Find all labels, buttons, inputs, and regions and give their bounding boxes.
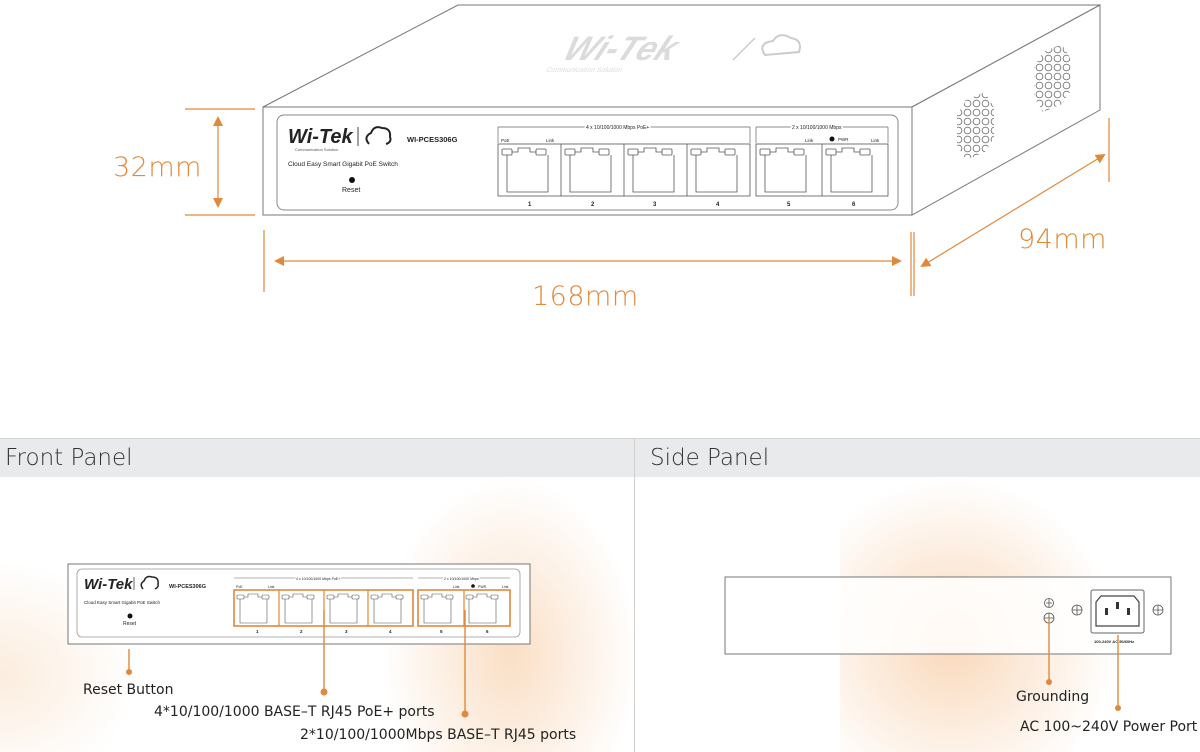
svg-text:3: 3 xyxy=(653,202,657,208)
switch-front-face xyxy=(262,106,913,216)
front-panel-top: Wi-Tek Communication Solution WI-PCES306… xyxy=(288,124,889,194)
svg-text:2 x 10/100/1000 Mbps: 2 x 10/100/1000 Mbps xyxy=(444,577,479,581)
svg-text:5: 5 xyxy=(440,629,443,634)
dimension-height xyxy=(185,108,255,216)
svg-text:1: 1 xyxy=(256,629,259,634)
front-panel-title: Front Panel xyxy=(5,445,133,471)
svg-text:5: 5 xyxy=(787,202,791,208)
svg-text:Wi-Tek: Wi-Tek xyxy=(84,576,133,593)
svg-text:Link: Link xyxy=(871,138,880,143)
svg-text:WI-PCES306G: WI-PCES306G xyxy=(407,135,458,144)
svg-text:Reset: Reset xyxy=(342,187,360,194)
svg-text:4 x 10/100/1000 Mbps PoE+: 4 x 10/100/1000 Mbps PoE+ xyxy=(296,577,340,581)
svg-text:PWR: PWR xyxy=(478,585,487,589)
side-panel-title: Side Panel xyxy=(650,445,770,471)
side-panel-header: Side Panel xyxy=(635,438,1200,477)
svg-text:Link: Link xyxy=(805,138,814,143)
svg-text:Communication Solution: Communication Solution xyxy=(545,65,625,74)
svg-text:6: 6 xyxy=(486,629,489,634)
svg-text:Link: Link xyxy=(546,138,555,143)
front-port-numbers: 1 2 3 4 5 6 xyxy=(528,202,856,208)
svg-text:PoE: PoE xyxy=(236,585,243,589)
section-divider xyxy=(634,438,635,752)
front-panel-header: Front Panel xyxy=(0,438,634,477)
svg-text:Communication Solution: Communication Solution xyxy=(295,147,338,152)
svg-text:Link: Link xyxy=(502,585,509,589)
svg-text:Reset: Reset xyxy=(123,621,137,627)
svg-text:Cloud Easy Smart Gigabit PoE S: Cloud Easy Smart Gigabit PoE Switch xyxy=(84,600,161,605)
power-port-callout: AC 100~240V Power Port xyxy=(1020,719,1198,735)
uplink-ports-callout: 2*10/100/1000Mbps BASE–T RJ45 ports xyxy=(300,727,577,743)
svg-text:3: 3 xyxy=(345,629,348,634)
side-panel-drawing: 100-240V AC 50/60Hz xyxy=(724,576,1172,711)
power-inlet-icon xyxy=(1090,589,1145,634)
svg-text:Cloud Easy Smart Gigabit PoE S: Cloud Easy Smart Gigabit PoE Switch xyxy=(288,161,398,168)
svg-text:4: 4 xyxy=(716,202,720,208)
dimension-depth xyxy=(920,118,1110,268)
reset-button-callout: Reset Button xyxy=(83,682,174,698)
grounding-callout: Grounding xyxy=(1016,689,1090,705)
width-dimension-label: 168mm xyxy=(532,281,639,312)
front-panel-drawing: Wi-Tek WI-PCES306G Cloud Easy Smart Giga… xyxy=(67,563,531,718)
svg-text:4: 4 xyxy=(389,629,392,634)
height-dimension-label: 32mm xyxy=(113,152,202,183)
svg-text:Link: Link xyxy=(453,585,460,589)
svg-text:1: 1 xyxy=(528,202,532,208)
front-rj45-ports xyxy=(497,143,889,197)
poe-ports-callout: 4*10/100/1000 BASE–T RJ45 PoE+ ports xyxy=(154,704,435,720)
dimension-width xyxy=(263,230,915,296)
svg-text:WI-PCES306G: WI-PCES306G xyxy=(169,584,206,590)
svg-text:6: 6 xyxy=(852,202,856,208)
svg-text:2: 2 xyxy=(300,629,303,634)
depth-dimension-label: 94mm xyxy=(1018,224,1107,255)
svg-text:PWR: PWR xyxy=(838,137,849,142)
top-watermark-logo: Wi-Tek Communication Solution xyxy=(545,30,688,74)
power-rating-label: 100-240V AC 50/60Hz xyxy=(1094,639,1134,644)
isometric-switch-drawing: Wi-Tek Communication Solution Wi-Tek Com… xyxy=(185,4,1110,296)
svg-text:Link: Link xyxy=(268,585,275,589)
svg-text:Wi-Tek: Wi-Tek xyxy=(288,126,354,148)
svg-text:2: 2 xyxy=(591,202,595,208)
svg-text:PoE: PoE xyxy=(501,138,510,143)
svg-text:4 x 10/100/1000 Mbps PoE+: 4 x 10/100/1000 Mbps PoE+ xyxy=(586,125,649,131)
svg-text:Wi-Tek: Wi-Tek xyxy=(557,30,687,68)
svg-text:2 x 10/100/1000 Mbps: 2 x 10/100/1000 Mbps xyxy=(792,125,842,131)
